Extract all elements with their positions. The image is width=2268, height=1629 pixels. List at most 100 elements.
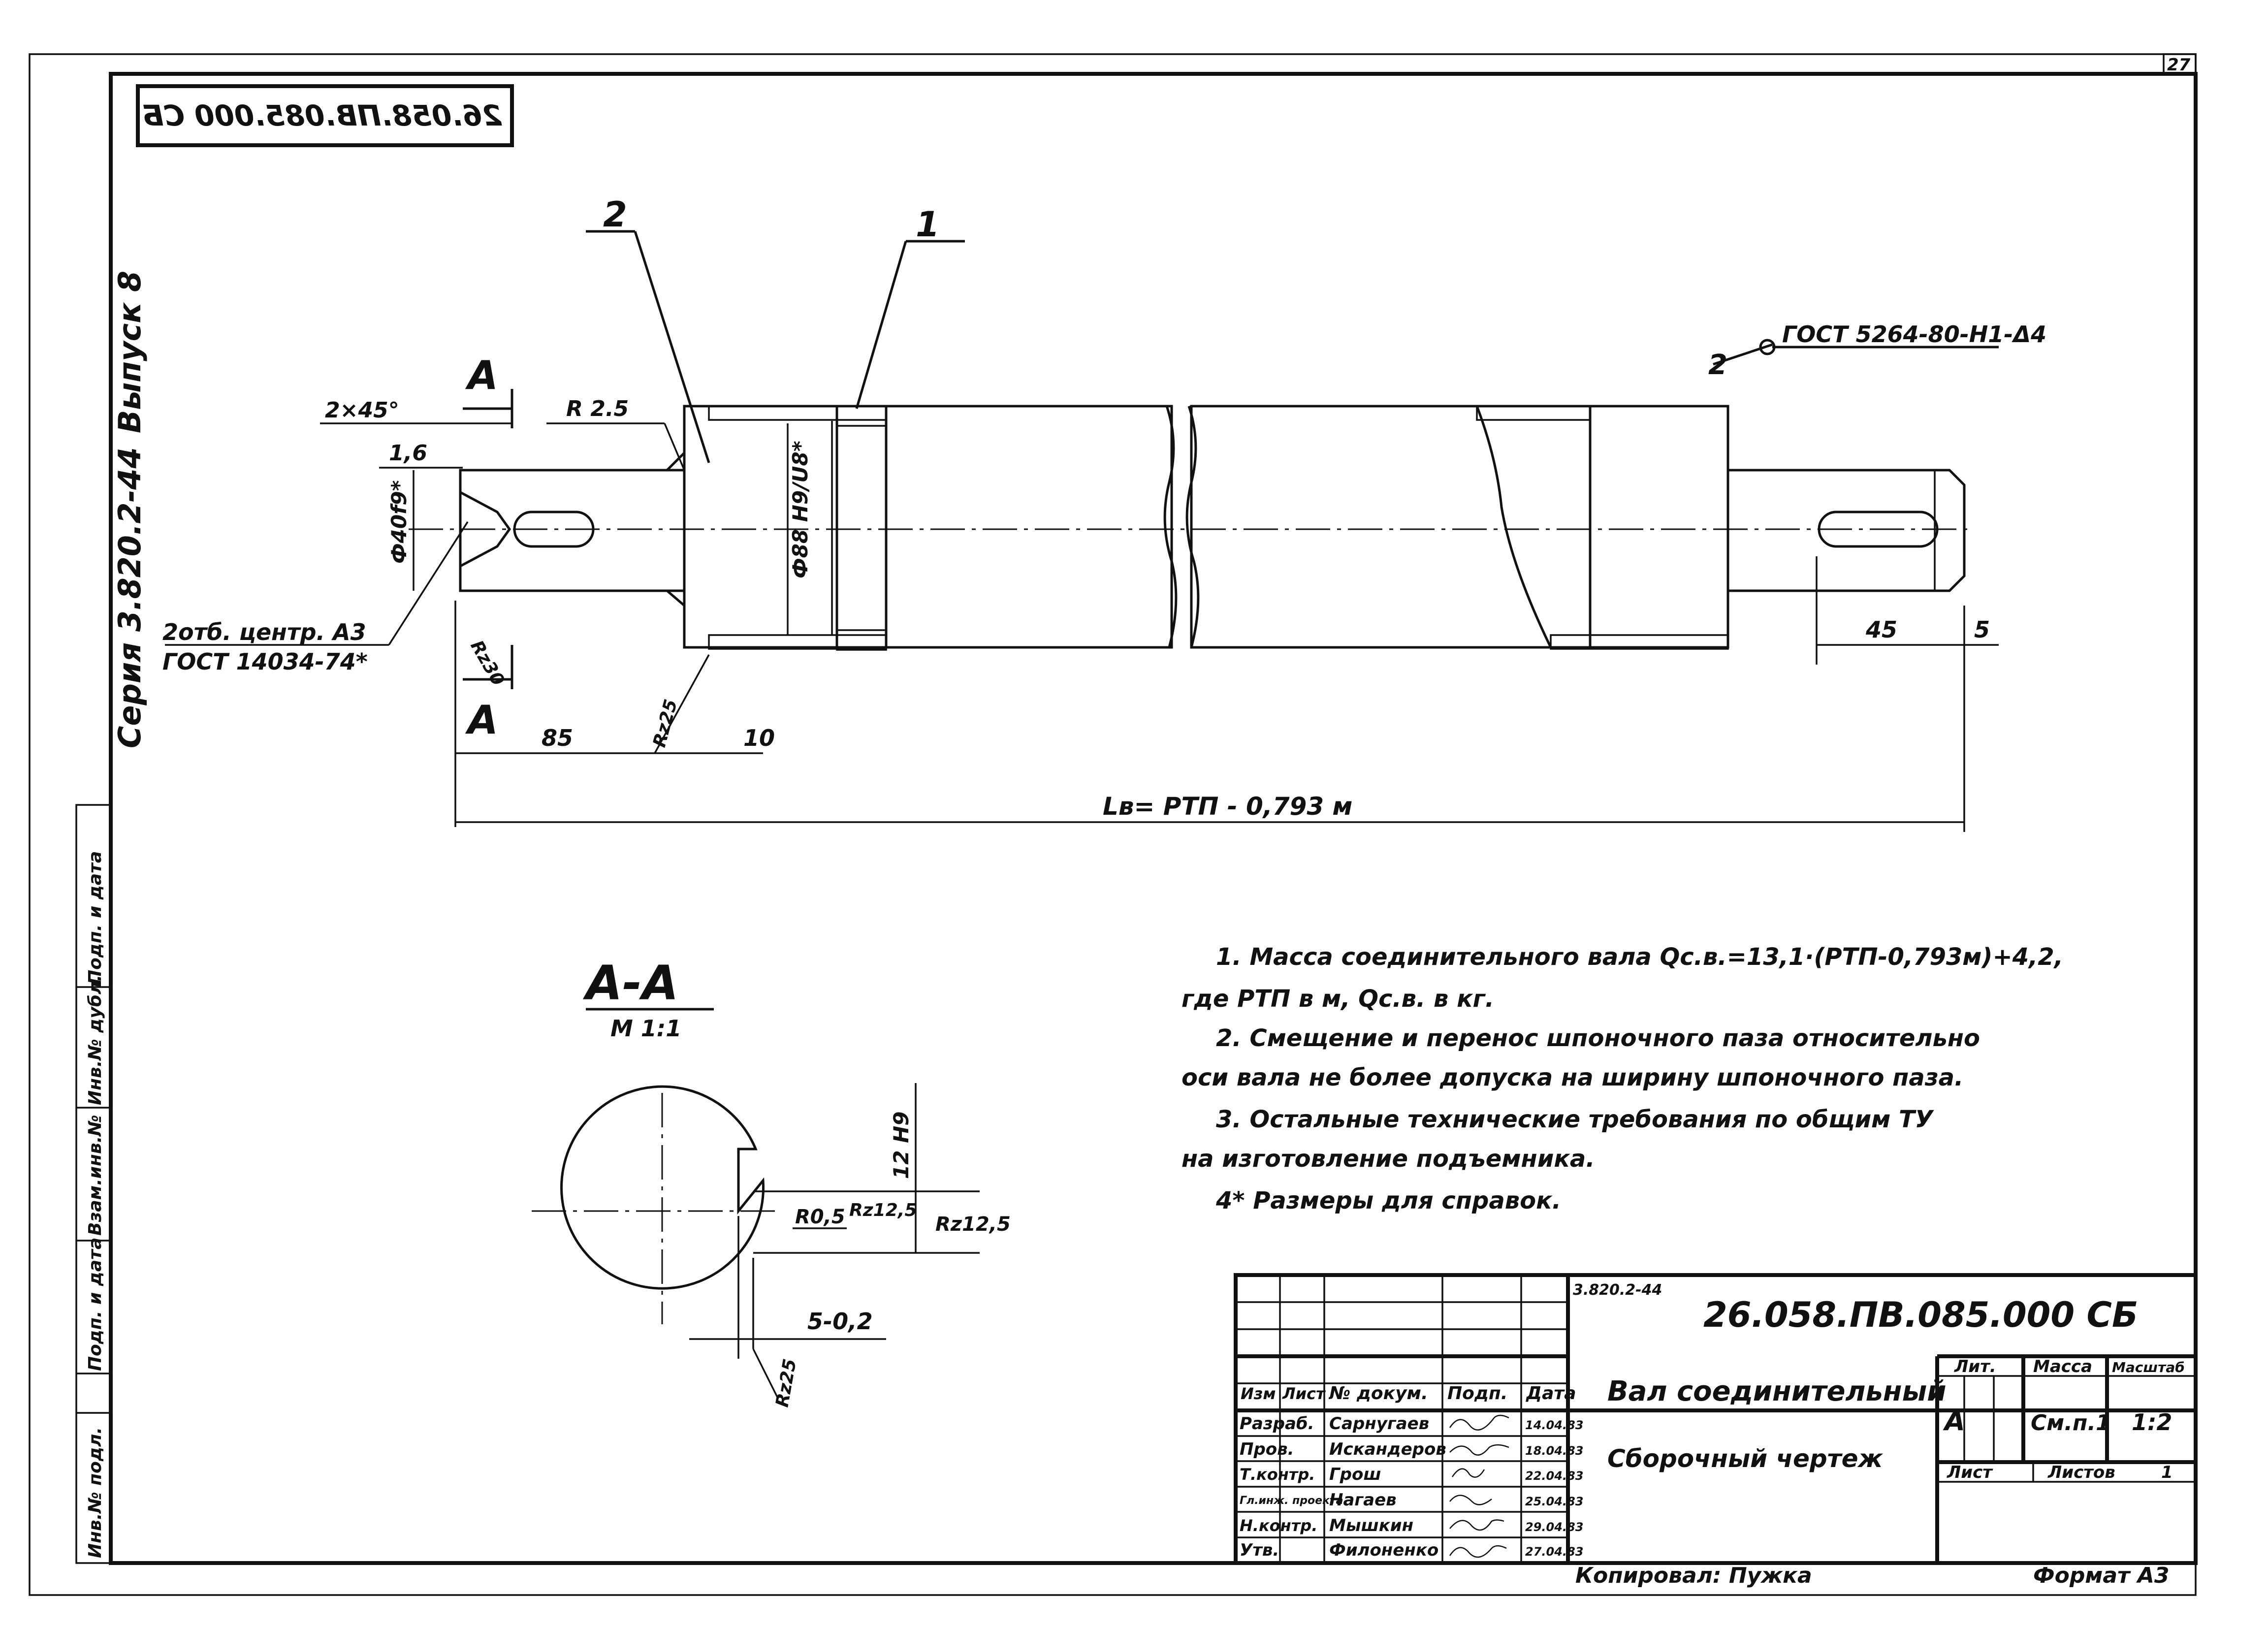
tb-sheets-label: Листов (2047, 1463, 2115, 1482)
dim-85: 85 (542, 725, 573, 751)
tb-row-5-role: Н.контр. (1240, 1516, 1317, 1535)
note-line-2: где РТП в м, Qс.в. в кг. (1182, 985, 1494, 1013)
tb-name-line2: Сборочный чертеж (1607, 1444, 1884, 1473)
left-keyway (513, 511, 595, 548)
section-title: А-А (582, 956, 678, 1011)
format-label: Формат А3 (2033, 1563, 2170, 1588)
dim-45: 45 (1865, 616, 1897, 643)
tb-row-2-name: Искандеров (1329, 1439, 1446, 1459)
section-circle (560, 1085, 765, 1290)
tb-row-3-date: 22.04.83 (1525, 1469, 1583, 1483)
technical-notes: 1. Масса соединительного вала Qс.в.=13,1… (1182, 943, 2063, 1214)
tb-row-4-date: 25.04.83 (1525, 1495, 1583, 1508)
callouts: 2 1 2 ГОСТ 5264-80-Н1-Δ4 (586, 194, 2046, 463)
dim-chamfer: 2×45° (325, 398, 399, 423)
sleeve-hatch-top (708, 405, 887, 421)
tb-name-line1: Вал соединительный (1607, 1375, 1946, 1407)
side-stamp: Подп. и дата Инв.№ дубл. Взам.инв.№ Подп… (75, 804, 112, 1564)
tb-col-list: Лист (1282, 1384, 1326, 1403)
dim-12h9: 12 H9 (889, 1112, 913, 1179)
tb-col-sign: Подп. (1447, 1383, 1507, 1404)
copied-by: Копировал: Пужка (1575, 1563, 1812, 1588)
tb-sheet-label: Лист (1947, 1463, 1993, 1482)
dim-5: 5 (1974, 616, 1990, 643)
dim-16: 1,6 (389, 441, 427, 466)
tb-row-5-date: 29.04.83 (1525, 1520, 1583, 1534)
callout-2-left: 2 (603, 194, 627, 235)
side-stamp-sign-date-bottom: Подп. и дата (85, 1238, 105, 1371)
section-mark-bottom: А (465, 697, 498, 743)
tb-col-doc: № докум. (1328, 1383, 1428, 1404)
dim-radius: R 2.5 (566, 396, 629, 421)
tb-row-1-name: Сарнугаев (1329, 1414, 1429, 1434)
center-hole-2: ГОСТ 14034-74* (162, 648, 368, 675)
tb-sheets-value: 1 (2161, 1463, 2173, 1482)
note-line-3: 2. Смещение и перенос шпоночного паза от… (1216, 1024, 1980, 1052)
mirrored-code-box (136, 84, 514, 147)
note-line-7: 4* Размеры для справок. (1215, 1187, 1561, 1214)
tb-lit-value: А (1943, 1405, 1965, 1437)
page-number: 27 (2167, 55, 2191, 75)
outer-frame (29, 53, 2197, 1596)
left-pin (459, 469, 686, 592)
tb-row-6-role: Утв. (1240, 1540, 1279, 1560)
dim-diameter-pin: Ф40f9* (387, 480, 411, 564)
callout-2-right: 2 (1708, 349, 1727, 381)
side-stamp-orig-inv: Инв.№ подл. (85, 1427, 105, 1558)
dim-bore: Ф88 H9/U8* (788, 441, 812, 578)
issue-label: Выпуск 8 (112, 271, 148, 433)
tb-mass-label: Масса (2033, 1357, 2092, 1376)
tb-row-6-name: Филоненко (1329, 1540, 1438, 1560)
mirrored-code: 26.058.ПВ.085.000 СБ (142, 99, 502, 132)
rough-rz30: Rz30 (466, 637, 508, 689)
shaft-body-right (1190, 405, 1729, 649)
tb-row-5-name: Мышкин (1329, 1516, 1413, 1535)
tb-row-3-name: Грош (1329, 1465, 1381, 1484)
tb-mass-value: См.п.1 (2031, 1410, 2111, 1436)
tb-row-1-date: 14.04.83 (1525, 1418, 1583, 1432)
tb-row-1-role: Разраб. (1240, 1414, 1314, 1434)
weld-note: ГОСТ 5264-80-Н1-Δ4 (1782, 321, 2046, 348)
note-line-1: 1. Масса соединительного вала Qс.в.=13,1… (1216, 943, 2063, 971)
tb-scale-label: Масштаб (2112, 1359, 2185, 1375)
tb-series-small: 3.820.2-44 (1573, 1281, 1662, 1299)
tb-row-2-role: Пров. (1240, 1439, 1294, 1459)
side-stamp-sign-date-top: Подп. и дата (85, 851, 105, 985)
tb-col-date: Дата (1526, 1383, 1576, 1404)
rough-rz25: Rz25 (649, 697, 681, 749)
section-aa: А-А М 1:1 12 H9 R0,5 Rz12,5 Rz12,5 5-0,2… (532, 956, 1011, 1409)
dim-rz125-b: Rz12,5 (935, 1213, 1011, 1236)
dim-rz125-a: Rz12,5 (849, 1200, 917, 1220)
tb-scale-value: 1:2 (2132, 1409, 2172, 1436)
center-hole-1: 2отб. центр. А3 (162, 619, 366, 645)
tb-doc-code: 26.058.ПВ.085.000 СБ (1703, 1295, 2138, 1335)
tb-lit-label: Лит. (1954, 1357, 1996, 1376)
left-dimensions: 2×45° R 2.5 1,6 Ф40f9* Ф88 H9/U8* 2отб. … (162, 352, 1999, 832)
tb-row-3-role: Т.контр. (1240, 1465, 1315, 1484)
shaft-main-view (409, 405, 1969, 651)
section-mark-top: А (465, 352, 498, 398)
series-label: Серия 3.820.2-44 (112, 447, 148, 748)
length-label: Lв= РТП - 0,793 м (1103, 792, 1352, 821)
right-pin (1728, 469, 1966, 592)
section-scale: М 1:1 (610, 1015, 681, 1042)
signatures (1449, 1414, 1509, 1558)
note-line-6: на изготовление подъемника. (1182, 1145, 1595, 1173)
tb-col-izm: Изм (1241, 1384, 1276, 1403)
tb-row-6-date: 27.04.83 (1525, 1545, 1583, 1559)
center-hole (459, 490, 511, 569)
right-keyway (1818, 511, 1939, 548)
tb-row-4-name: Нагаев (1329, 1490, 1397, 1510)
callout-1: 1 (916, 204, 940, 245)
dim-rz25-b: Rz25 (772, 1357, 800, 1408)
side-stamp-dup-inv: Инв.№ дубл. (85, 975, 105, 1105)
note-line-4: оси вала не более допуска на ширину шпон… (1182, 1064, 1963, 1091)
title-block: Изм Лист № докум. Подп. Дата Разраб. Сар… (1234, 1273, 2198, 1565)
dim-5-02: 5-0,2 (807, 1308, 873, 1335)
tb-row-4-role: Гл.инж. проекта (1240, 1495, 1343, 1507)
tb-row-2-date: 18.04.83 (1525, 1444, 1583, 1458)
side-stamp-replace-inv: Взам.инв.№ (85, 1115, 105, 1236)
note-line-5: 3. Остальные технические требования по о… (1216, 1106, 1934, 1133)
shaft-body-left (683, 405, 1173, 649)
